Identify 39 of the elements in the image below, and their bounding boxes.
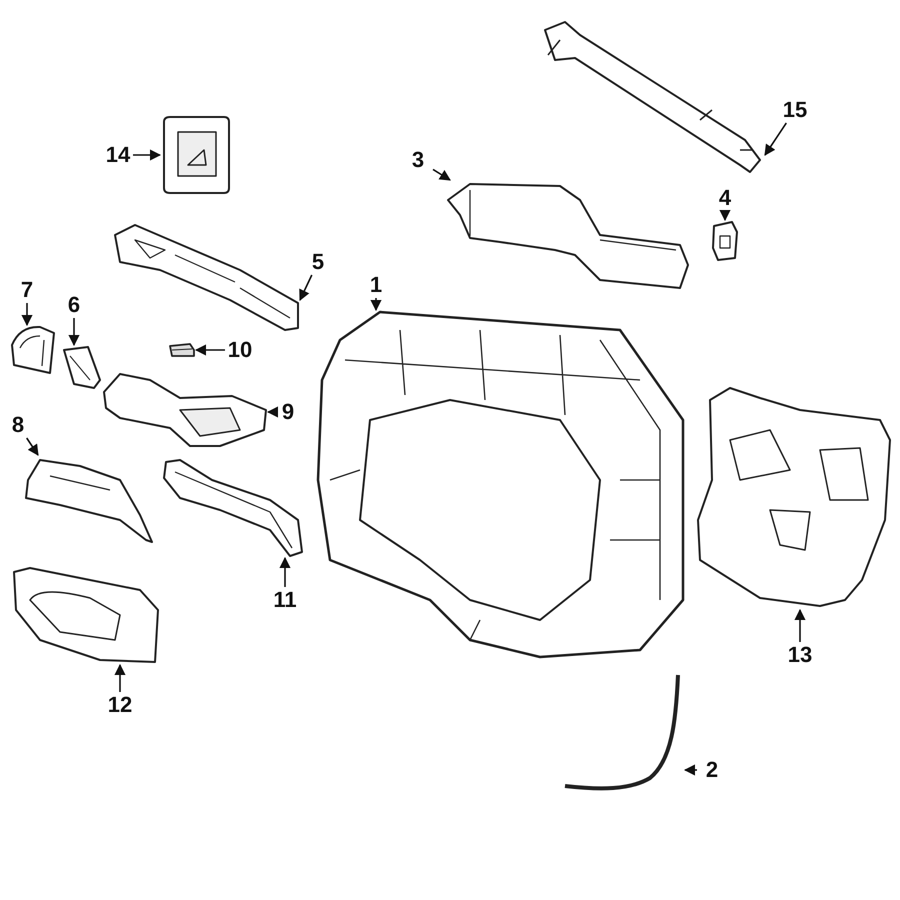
leader-line <box>114 664 126 692</box>
callout-number: 6 <box>59 292 89 318</box>
leader-line <box>133 149 162 161</box>
clip-drawing <box>710 220 740 262</box>
callout-number: 8 <box>3 412 33 438</box>
map-pocket-drawing <box>10 565 160 665</box>
leader-line <box>21 303 33 326</box>
leader-line <box>279 556 291 587</box>
callout-number: 4 <box>710 185 740 211</box>
armrest-drawing <box>160 458 305 558</box>
switch-drawing <box>160 115 232 195</box>
callout-number: 13 <box>785 642 815 668</box>
bracket-drawing <box>100 370 268 450</box>
callout-number: 14 <box>103 142 133 168</box>
cap-drawing <box>8 325 56 375</box>
callout-number: 9 <box>273 399 303 425</box>
leader-line <box>794 608 806 642</box>
callout-number: 12 <box>105 692 135 718</box>
callout-number: 7 <box>12 277 42 303</box>
callout-number: 2 <box>697 757 727 783</box>
leader-line <box>719 210 731 222</box>
leader-line <box>764 122 787 156</box>
callout-number: 1 <box>361 272 391 298</box>
door-carrier-drawing <box>315 310 685 660</box>
leader-line <box>299 274 313 302</box>
leader-line <box>266 406 278 418</box>
leader-line <box>68 318 80 346</box>
clip-drawing <box>168 342 196 358</box>
callout-number: 5 <box>303 249 333 275</box>
leader-line <box>370 298 382 312</box>
cover-drawing <box>60 345 102 390</box>
callout-number: 11 <box>270 587 300 613</box>
leader-line <box>26 438 39 456</box>
callout-number: 10 <box>225 337 255 363</box>
callout-number: 3 <box>403 147 433 173</box>
leader-line <box>432 168 451 181</box>
callout-number: 15 <box>780 97 810 123</box>
leader-line <box>194 344 225 356</box>
leader-line <box>684 764 697 776</box>
